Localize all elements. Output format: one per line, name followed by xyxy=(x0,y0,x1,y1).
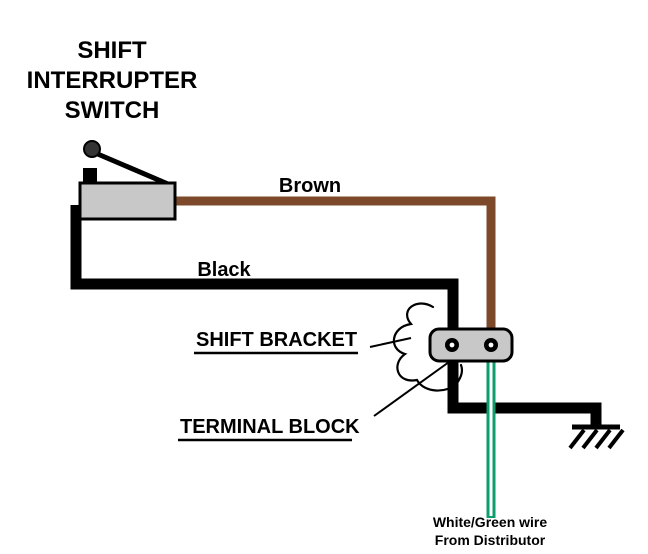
diagram-title-line-1: SHIFT xyxy=(77,37,147,64)
distributor-label-line-2: From Distributor xyxy=(435,532,546,548)
terminal-block-label: TERMINAL BLOCK xyxy=(180,416,360,438)
brown-wire xyxy=(172,196,496,345)
terminal-right-center xyxy=(488,342,494,348)
ground-symbol xyxy=(568,424,625,450)
shift-bracket-pointer-line xyxy=(369,337,412,348)
brown-wire-label: Brown xyxy=(279,175,341,197)
shift-bracket-label: SHIFT BRACKET xyxy=(196,329,357,351)
distributor-label-line-1: White/Green wire xyxy=(433,514,548,530)
terminal-left-center xyxy=(449,342,455,348)
diagram-title-line-2: INTERRUPTER xyxy=(27,67,198,94)
diagram-title-line-3: SWITCH xyxy=(65,97,160,124)
terminal-block xyxy=(428,327,514,363)
switch-lever-roller xyxy=(83,140,101,158)
switch-body xyxy=(78,181,177,221)
black-wire-label: Black xyxy=(197,259,251,281)
switch-lever xyxy=(92,149,169,187)
shift-interrupter-switch xyxy=(78,140,177,221)
terminal-block-pointer-line xyxy=(373,361,450,417)
shift-bracket-outline xyxy=(393,302,464,392)
switch-plunger xyxy=(83,168,97,184)
